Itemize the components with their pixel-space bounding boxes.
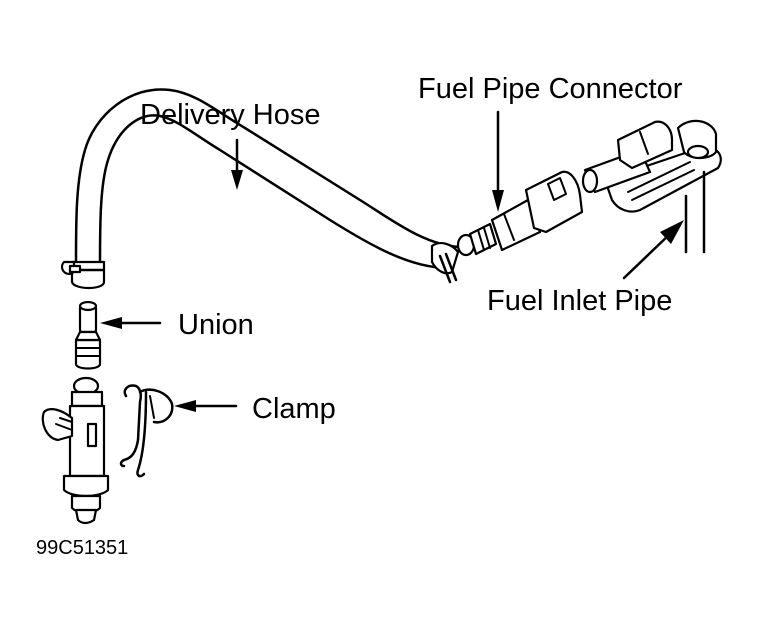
label-union: Union [178, 309, 254, 341]
fuel-pipe-connector [456, 170, 584, 257]
hose-clamp-right [430, 242, 460, 284]
arrow-fuel-inlet-pipe [622, 220, 684, 280]
arrow-union [100, 317, 162, 329]
fuel-inlet-pipe [581, 119, 722, 254]
figure-id: 99C51351 [36, 537, 128, 559]
clamp [119, 384, 174, 478]
union [74, 300, 102, 370]
delivery-hose [60, 88, 462, 290]
fuel-injector [41, 376, 110, 525]
hose-clamp-left [60, 260, 106, 290]
label-fuel-pipe-connector: Fuel Pipe Connector [418, 73, 683, 105]
label-clamp: Clamp [252, 393, 336, 425]
arrow-fuel-pipe-connector [492, 110, 504, 212]
label-fuel-inlet-pipe: Fuel Inlet Pipe [487, 285, 672, 317]
label-delivery-hose: Delivery Hose [140, 99, 321, 131]
arrow-delivery-hose [231, 138, 243, 190]
arrow-clamp [174, 400, 238, 412]
